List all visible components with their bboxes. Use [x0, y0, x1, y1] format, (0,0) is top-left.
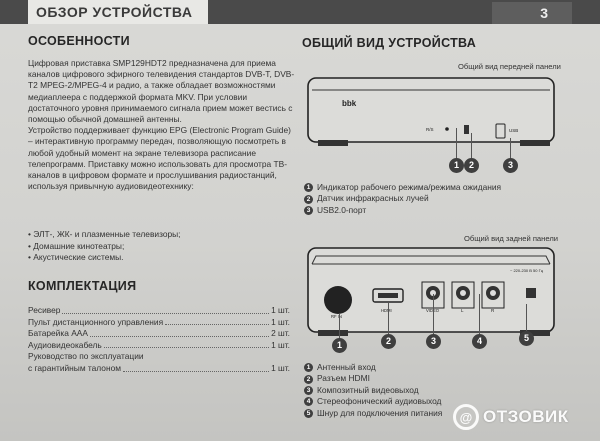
callout-rear-1: 1	[332, 338, 347, 353]
features-bullet-list: • ЭЛТ-, ЖК- и плазменные телевизоры; • Д…	[28, 229, 181, 264]
kit-title: КОМПЛЕКТАЦИЯ	[28, 279, 137, 293]
features-title: ОСОБЕННОСТИ	[28, 34, 130, 48]
callout-front-2: 2	[464, 158, 479, 173]
otzovik-wordmark: ОТЗОВИК	[483, 407, 569, 426]
otzovik-watermark: @ ОТЗОВИК	[453, 402, 593, 432]
page-number: 3	[492, 2, 572, 24]
callout-rear-4: 4	[472, 334, 487, 349]
rear-panel-caption: Общий вид задней панели	[464, 234, 558, 243]
callout-rear-2: 2	[381, 334, 396, 349]
rear-panel-illustration: RF IN HDMI VIDEO L R ~ 220-230 В 50 Гц	[307, 247, 555, 336]
features-paragraph-1: Цифровая приставка SMP129HDT2 предназнач…	[28, 58, 295, 125]
front-usb-label: USB	[509, 128, 518, 133]
rear-video-label: VIDEO	[426, 308, 440, 313]
otzovik-logo-icon: @	[453, 404, 479, 430]
features-text: Цифровая приставка SMP129HDT2 предназнач…	[28, 58, 296, 192]
rear-power-label: ~ 220-230 В 50 Гц	[510, 268, 544, 273]
front-panel-illustration: bbk R/S USB	[307, 77, 555, 146]
callout-rear-5: 5	[519, 331, 534, 346]
brand-logo: bbk	[342, 99, 357, 108]
rear-l-label: L	[461, 308, 464, 313]
rear-rfin-label: RF IN	[331, 314, 342, 319]
callout-front-1: 1	[449, 158, 464, 173]
callout-rear-3: 3	[426, 334, 441, 349]
rear-hdmi-label: HDMI	[381, 308, 392, 313]
overview-title: ОБЩИЙ ВИД УСТРОЙСТВА	[302, 36, 477, 50]
features-paragraph-2: Устройство поддерживает функцию EPG (Ele…	[28, 125, 291, 192]
kit-row: Руководство по эксплуатации	[28, 351, 144, 362]
front-rs-label: R/S	[426, 127, 434, 132]
front-panel-caption: Общий вид передней панели	[458, 62, 561, 71]
callout-front-3: 3	[503, 158, 518, 173]
page-section-title: ОБЗОР УСТРОЙСТВА	[28, 0, 208, 24]
rear-r-label: R	[491, 308, 495, 313]
bullet-item: • ЭЛТ-, ЖК- и плазменные телевизоры;	[28, 229, 181, 239]
bullet-item: • Акустические системы.	[28, 252, 124, 263]
bullet-item: • Домашние кинотеатры;	[28, 240, 125, 251]
